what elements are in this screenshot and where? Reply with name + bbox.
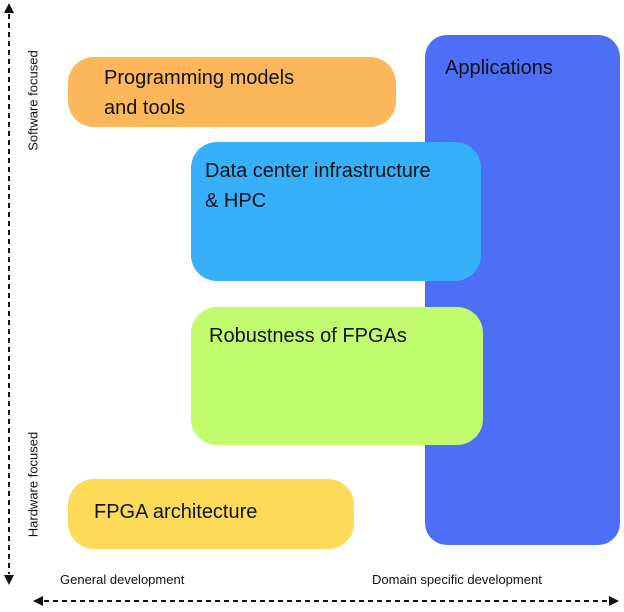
horizontal-axis-right-arrowhead xyxy=(609,596,619,606)
vertical-axis-bottom-arrowhead xyxy=(4,575,14,585)
robustness-box: Robustness of FPGAs xyxy=(191,307,483,445)
vertical-axis-top-arrowhead xyxy=(4,3,14,13)
programming-models-label: Programming models and tools xyxy=(104,67,295,119)
robustness-label: Robustness of FPGAs xyxy=(209,325,407,347)
domain-specific-development-label: Domain specific development xyxy=(372,572,542,587)
data-center-box: Data center infrastructure & HPC xyxy=(191,142,481,281)
data-center-label: Data center infrastructure & HPC xyxy=(205,160,431,212)
fpga-architecture-box: FPGA architecture xyxy=(68,479,354,549)
general-development-label: General development xyxy=(60,572,185,587)
applications-box: Applications xyxy=(425,35,620,545)
horizontal-axis-left-arrowhead xyxy=(33,596,43,606)
hardware-focused-label: Hardware focused xyxy=(25,431,41,538)
fpga-architecture-label: FPGA architecture xyxy=(94,501,258,523)
applications-label: Applications xyxy=(445,57,553,79)
programming-models-box: Programming models and tools xyxy=(68,57,396,127)
software-focused-label: Software focused xyxy=(25,50,41,151)
